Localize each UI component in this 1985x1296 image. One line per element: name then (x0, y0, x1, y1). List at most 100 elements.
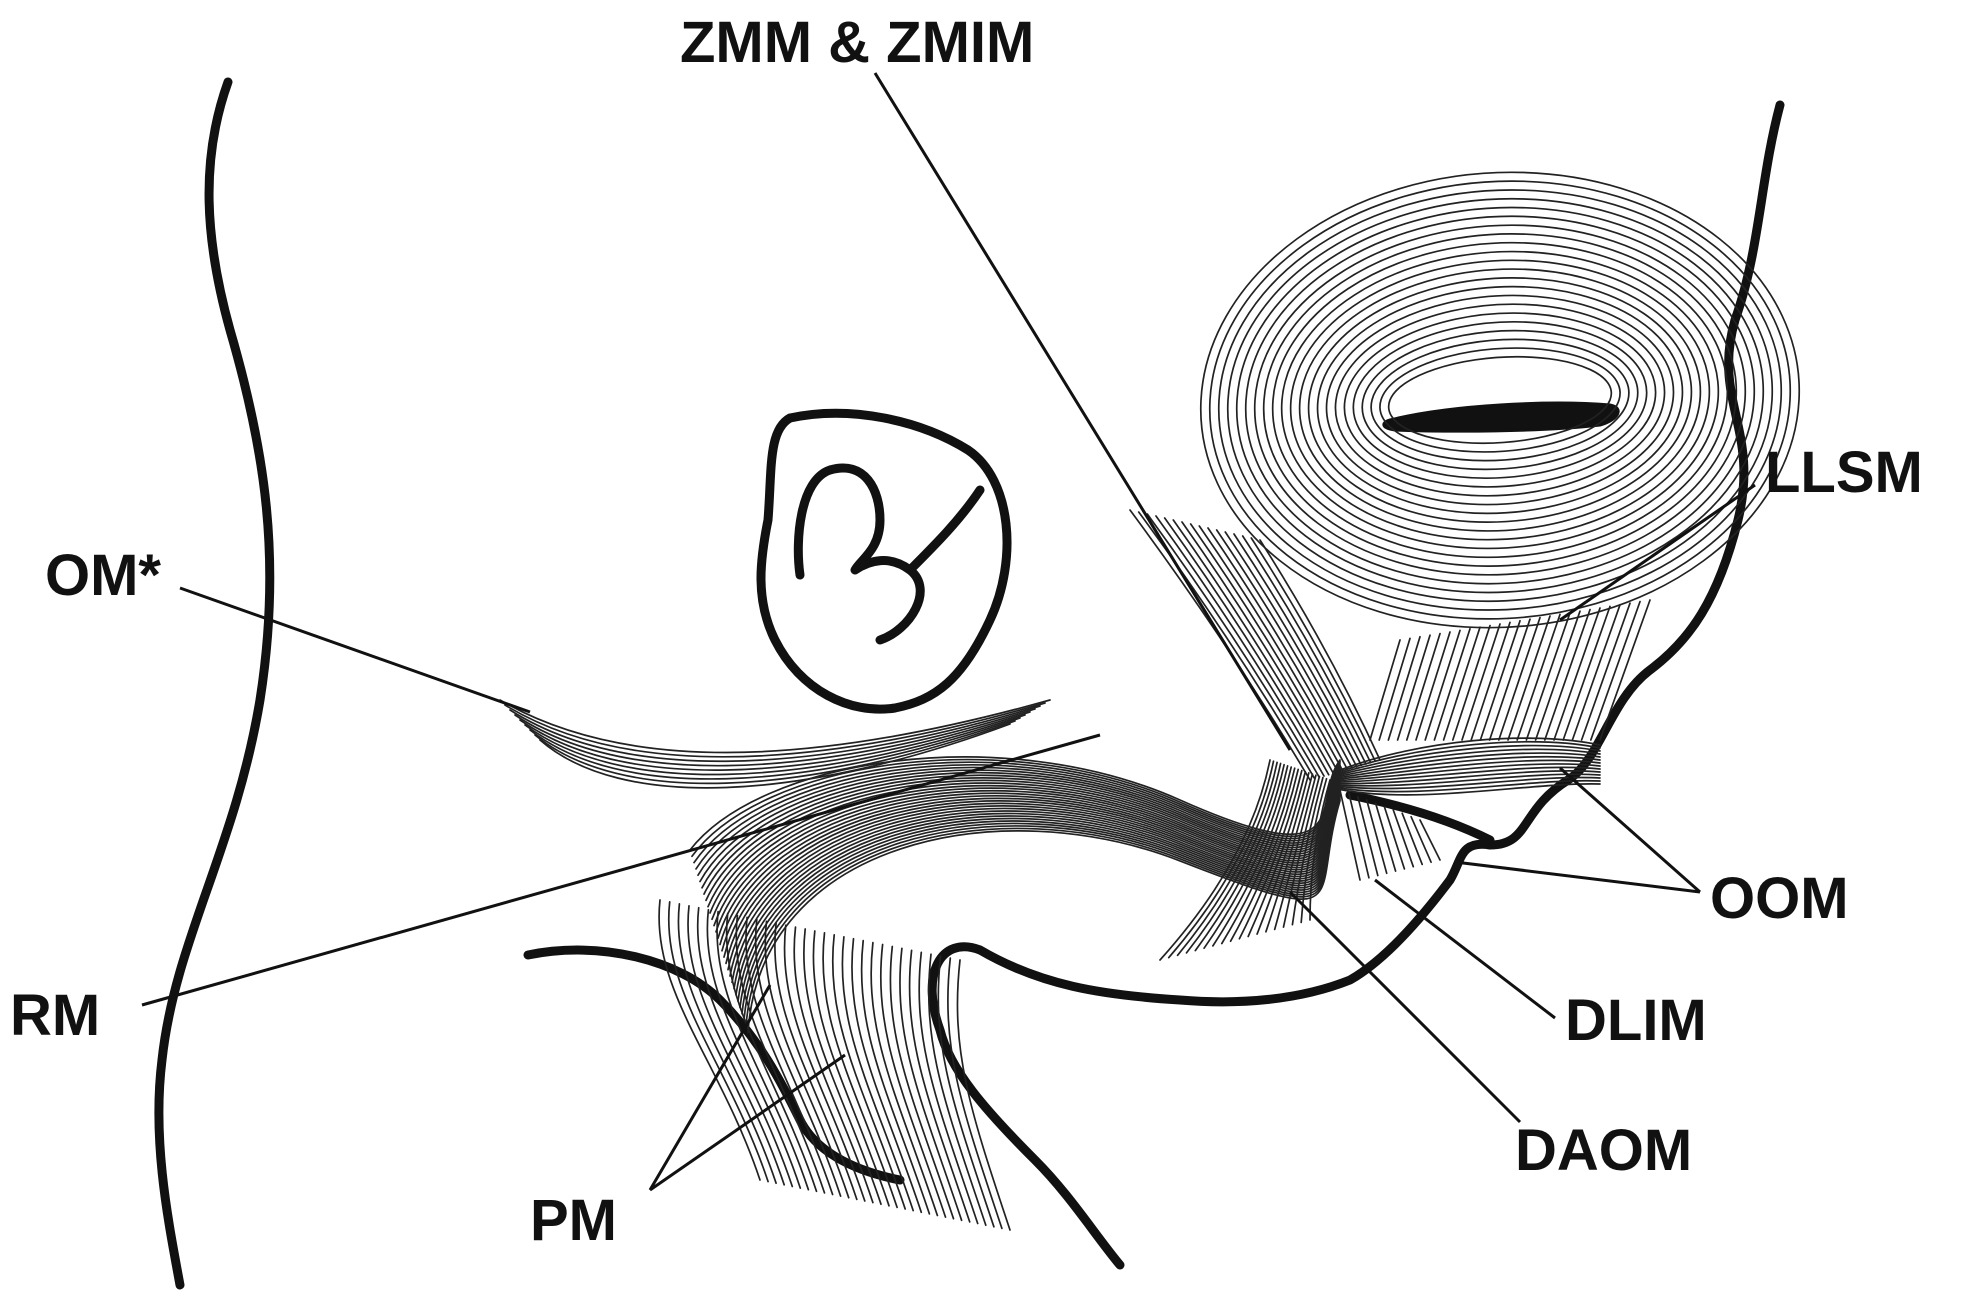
oom-ring-fiber (1307, 277, 1693, 523)
daom-fiber (1265, 773, 1314, 933)
pm-fiber (783, 924, 866, 1202)
pm-fiber (658, 899, 761, 1181)
llsm-fiber (1479, 619, 1521, 741)
dlim-fiber (1348, 792, 1370, 879)
oom-ring-fiber (1244, 215, 1756, 585)
label-daom: DAOM (1515, 1118, 1692, 1183)
daom-fiber (1159, 759, 1271, 961)
llsm-fiber (1497, 616, 1541, 741)
pm-fiber (696, 906, 794, 1188)
daom-fiber (1309, 779, 1331, 921)
daom-fiber (1212, 766, 1293, 947)
oom-ring-fiber (1379, 347, 1621, 453)
label-om: OM* (45, 543, 161, 608)
llsm-fiber (1461, 623, 1501, 741)
label-oom: OOM (1710, 866, 1849, 931)
pm-fiber (860, 939, 931, 1215)
pm-fiber (716, 910, 810, 1191)
label-dlim: DLIM (1565, 988, 1707, 1053)
pm-fiber (774, 922, 858, 1201)
leader-daom (1288, 890, 1522, 1124)
pm-fiber (802, 928, 882, 1206)
leader-pm-1 (648, 984, 772, 1191)
llsm-fiber (1396, 634, 1431, 741)
oom-lower-fiber (1339, 779, 1601, 793)
llsm-fiber (1451, 624, 1491, 741)
oom-lower-fiber (1339, 741, 1601, 773)
dlim-fiber (1365, 799, 1388, 875)
left-face-outline (154, 77, 275, 1290)
daom-fiber (1282, 775, 1321, 928)
llsm-fiber (1424, 629, 1461, 741)
om-fiber (504, 702, 1046, 758)
pm-fiber (937, 955, 995, 1228)
pm-fiber (677, 903, 777, 1185)
pm-fiber (889, 945, 955, 1220)
pm-fiber (793, 926, 874, 1204)
pm-fiber (822, 932, 898, 1209)
zm-fiber (1224, 531, 1363, 767)
zm-fiber (1233, 533, 1367, 765)
daom-fiber (1167, 760, 1275, 959)
pm-fiber (764, 920, 850, 1199)
oom-ring-fiber (1289, 259, 1711, 541)
om-fiber (539, 723, 1011, 789)
oom-lower-fiber (1339, 759, 1601, 780)
ear-outer-outline (756, 408, 1012, 714)
pm-fiber (667, 901, 769, 1183)
om-fiber (499, 699, 1051, 754)
llsm-fiber (1387, 635, 1421, 741)
daom-fiber (1256, 772, 1310, 935)
oom-ring-fiber (1325, 294, 1675, 506)
oom-ring-fiber (1226, 197, 1774, 603)
zm-fiber (1189, 523, 1344, 772)
oom-lower-fiber (1339, 783, 1601, 796)
dlim-fiber (1339, 789, 1361, 881)
daom-fiber (1203, 765, 1289, 950)
pm-fiber (687, 904, 786, 1186)
oom-ring-fiber (1199, 171, 1801, 629)
dlim-fiber (1374, 802, 1397, 872)
mouth-bottom-lip-outline (1345, 790, 1495, 845)
dlim-fiber (1392, 809, 1415, 868)
ear-inner-stroke (905, 485, 985, 575)
pm-fiber (745, 916, 834, 1196)
zm-fiber (1146, 513, 1321, 779)
zm-fiber (1259, 539, 1381, 761)
leader-oom-2 (1454, 860, 1701, 894)
zm-fiber (1250, 537, 1377, 763)
oom-ring-fiber (1298, 268, 1702, 532)
llsm-fiber (1589, 600, 1641, 741)
pm-fiber (706, 908, 802, 1189)
oom-lower-fiber (1339, 769, 1601, 785)
zm-fiber (1181, 521, 1339, 773)
zm-fiber (1163, 517, 1330, 776)
llsm-fiber (1534, 610, 1581, 741)
oom-lower-fiber (1339, 748, 1601, 776)
label-rm: RM (10, 983, 100, 1048)
llsm-fiber (1415, 631, 1451, 741)
dlim-fiber (1383, 805, 1406, 870)
llsm-fiber (1488, 618, 1531, 741)
zygomaticus-fibers (1129, 509, 1381, 781)
orbicularis-oculi-rings (1199, 171, 1801, 629)
pm-fiber (899, 947, 963, 1222)
label-pm: PM (530, 1188, 617, 1253)
pm-fiber (927, 953, 987, 1227)
oom-ring-fiber (1235, 206, 1765, 594)
llsm-fiber (1562, 605, 1611, 741)
oom-ring-fiber (1271, 241, 1729, 559)
pm-fiber (851, 937, 923, 1214)
daom-fiber (1176, 761, 1278, 957)
pm-fiber (956, 959, 1011, 1231)
oom-ring-fiber (1387, 355, 1613, 445)
llsm-fiber (1525, 611, 1571, 741)
llsm-fiber (1442, 626, 1481, 741)
chin-outline (523, 945, 905, 1185)
leader-dlim (1374, 878, 1556, 1020)
llsm-fiber (1470, 621, 1511, 741)
ear (756, 408, 1012, 714)
pm-fiber (754, 918, 842, 1197)
oom-lower-fiber (1339, 763, 1601, 782)
